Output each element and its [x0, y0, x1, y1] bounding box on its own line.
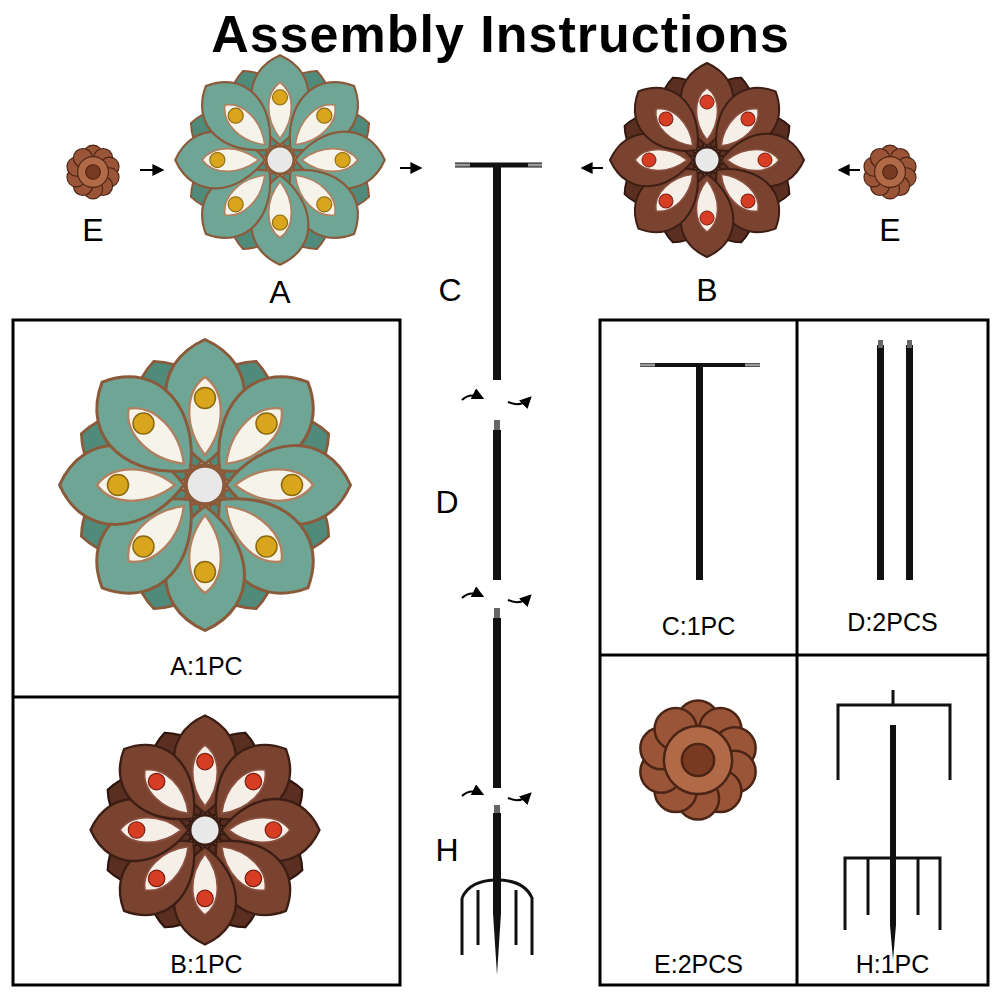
part-count: E:2PCS — [602, 950, 795, 979]
part-panel: H:1PC — [799, 657, 986, 983]
part-letter: C — [438, 272, 461, 309]
part-panel: D:2PCS — [799, 322, 986, 653]
part-count: B:1PC — [15, 950, 398, 979]
part-letter: D — [435, 484, 458, 521]
part-count: A:1PC — [15, 652, 398, 681]
part-letter: E — [879, 212, 900, 249]
part-letter: A — [269, 274, 290, 311]
part-panel: B:1PC — [15, 699, 398, 983]
part-panel: A:1PC — [15, 322, 398, 695]
part-letter: H — [435, 832, 458, 869]
part-count: H:1PC — [799, 950, 986, 979]
part-count: D:2PCS — [799, 608, 986, 637]
title: Assembly Instructions — [0, 4, 1001, 64]
part-panel: C:1PC — [602, 322, 795, 653]
part-letter: B — [696, 272, 717, 309]
part-panel: E:2PCS — [602, 657, 795, 983]
part-letter: E — [82, 212, 103, 249]
part-count: C:1PC — [602, 612, 795, 641]
